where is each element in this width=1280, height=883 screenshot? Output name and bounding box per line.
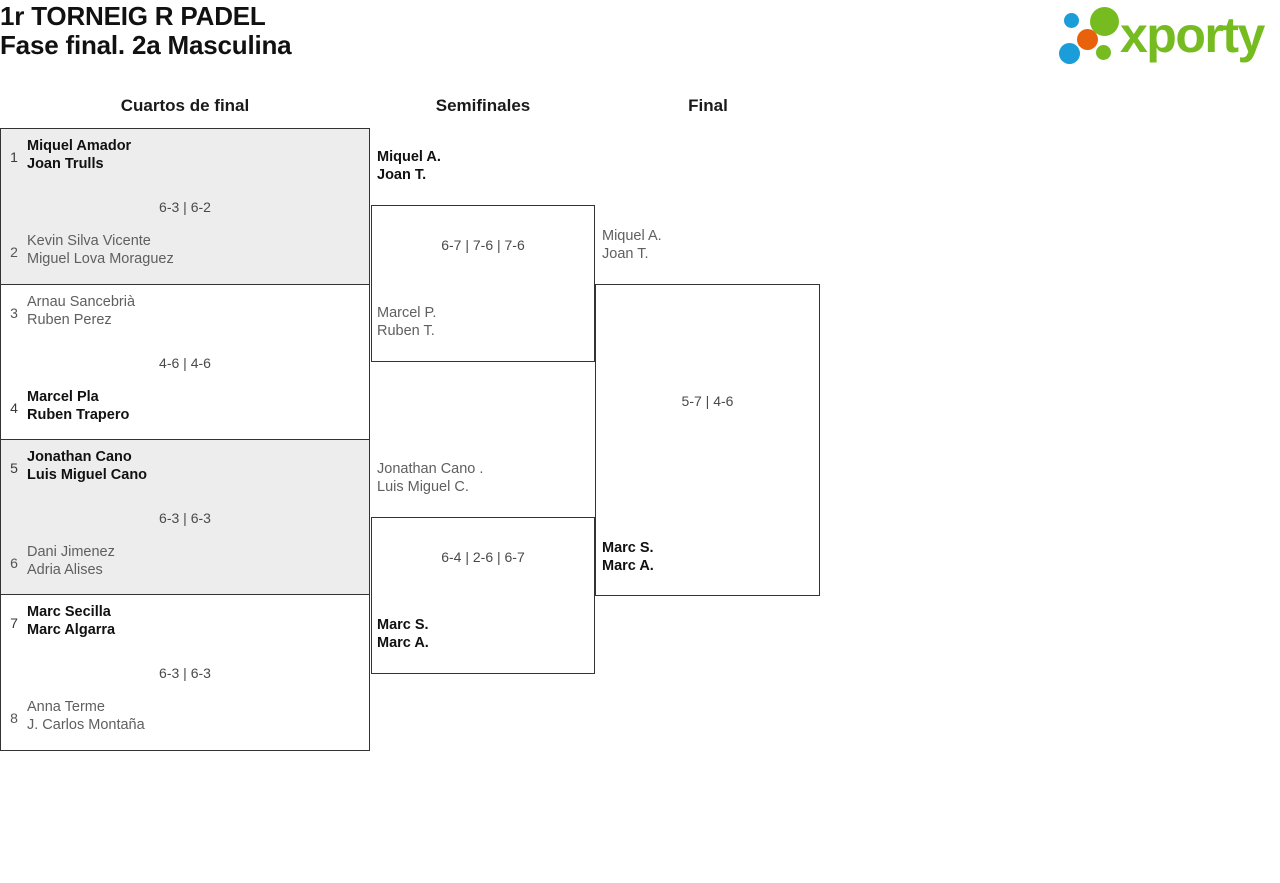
player-name: Joan Trulls (27, 156, 104, 172)
seed-number: 6 (10, 555, 18, 571)
match-score: 6-7 | 7-6 | 7-6 (441, 237, 525, 253)
bracket-team[interactable]: 5 Jonathan Cano Luis Miguel Cano (1, 448, 369, 492)
column-header-quarterfinals: Cuartos de final (120, 96, 250, 115)
team-names: Jonathan Cano Luis Miguel Cano (27, 448, 147, 484)
player-name: Marc Secilla (27, 604, 111, 620)
bracket-team[interactable]: 2 Kevin Silva Vicente Miguel Lova Moragu… (1, 232, 369, 276)
player-name: Marc S. (602, 540, 654, 556)
team-names: Kevin Silva Vicente Miguel Lova Moraguez (27, 232, 174, 268)
quarterfinals-column: 1 Miquel Amador Joan Trulls 6-3 | 6-2 2 … (0, 128, 370, 751)
quarterfinal-match-2[interactable]: 3 Arnau Sancebrià Ruben Perez 4-6 | 4-6 … (1, 284, 369, 439)
player-name: Marc A. (602, 558, 654, 574)
match-score: 4-6 | 4-6 (159, 355, 211, 371)
seed-number: 8 (10, 710, 18, 726)
bracket-team[interactable]: Marcel P. Ruben T. (377, 304, 592, 340)
player-name: Marc S. (377, 617, 429, 633)
team-names: Marcel Pla Ruben Trapero (27, 388, 129, 424)
player-name: Jonathan Cano . (377, 461, 484, 477)
seed-number: 4 (10, 400, 18, 416)
player-name: J. Carlos Montaña (27, 717, 145, 733)
logo-dot-green-small (1096, 45, 1111, 60)
player-name: Joan T. (602, 246, 649, 262)
logo-wordmark: xporty (1120, 7, 1265, 63)
bracket-team[interactable]: Miquel A. Joan T. (602, 227, 817, 263)
match-score: 6-3 | 6-2 (159, 199, 211, 215)
bracket-team[interactable]: 4 Marcel Pla Ruben Trapero (1, 388, 369, 432)
player-name: Ruben Trapero (27, 407, 130, 423)
player-name: Miquel Amador (27, 138, 132, 154)
seed-number: 2 (10, 244, 18, 260)
seed-number: 5 (10, 460, 18, 476)
seed-number: 3 (10, 305, 18, 321)
page-header: 1r TORNEIG R PADEL Fase final. 2a Mascul… (0, 0, 1280, 80)
player-name: Miguel Lova Moraguez (27, 251, 174, 267)
tournament-phase: Fase final. 2a Masculina (0, 30, 292, 60)
logo-dot-orange (1077, 29, 1098, 50)
tournament-name: 1r TORNEIG R PADEL (0, 1, 266, 31)
bracket-team[interactable]: 6 Dani Jimenez Adria Alises (1, 543, 369, 587)
player-name: Marcel Pla (27, 389, 99, 405)
player-name: Arnau Sancebrià (27, 294, 136, 310)
final-match-box[interactable] (595, 284, 820, 596)
xporty-logo[interactable]: xporty (1050, 5, 1274, 67)
player-name: Adria Alises (27, 562, 103, 578)
player-name: Marc A. (377, 635, 429, 651)
team-names: Dani Jimenez Adria Alises (27, 543, 115, 579)
player-name: Ruben Perez (27, 312, 112, 328)
semifinal-match-1-box[interactable] (371, 205, 595, 362)
quarterfinal-match-1[interactable]: 1 Miquel Amador Joan Trulls 6-3 | 6-2 2 … (1, 129, 369, 284)
player-name: Ruben T. (377, 323, 435, 339)
player-name: Joan T. (377, 167, 427, 183)
bracket-team[interactable]: Miquel A. Joan T. (377, 148, 592, 184)
seed-number: 1 (10, 149, 18, 165)
logo-dots-icon (1050, 5, 1130, 67)
team-names: Marc Secilla Marc Algarra (27, 603, 115, 639)
quarterfinal-match-3[interactable]: 5 Jonathan Cano Luis Miguel Cano 6-3 | 6… (1, 439, 369, 594)
logo-dot-blue-large (1059, 43, 1080, 64)
match-score: 6-3 | 6-3 (159, 510, 211, 526)
column-header-final: Final (688, 96, 728, 115)
player-name: Marc Algarra (27, 622, 116, 638)
bracket-team[interactable]: 7 Marc Secilla Marc Algarra (1, 603, 369, 647)
team-names: Anna Terme J. Carlos Montaña (27, 698, 145, 734)
column-header-semifinals: Semifinales (435, 96, 531, 115)
player-name: Dani Jimenez (27, 544, 115, 560)
player-name: Miquel A. (602, 228, 662, 244)
player-name: Kevin Silva Vicente (27, 233, 151, 249)
player-name: Luis Miguel Cano (27, 467, 148, 483)
match-score: 6-4 | 2-6 | 6-7 (441, 549, 525, 565)
bracket-team[interactable]: 8 Anna Terme J. Carlos Montaña (1, 698, 369, 742)
player-name: Marcel P. (377, 305, 437, 321)
semifinal-match-2-box[interactable] (371, 517, 595, 674)
player-name: Anna Terme (27, 699, 105, 715)
bracket-team[interactable]: 3 Arnau Sancebrià Ruben Perez (1, 293, 369, 337)
logo-dot-green-large (1090, 7, 1119, 36)
logo-dot-blue-small (1064, 13, 1079, 28)
team-names: Arnau Sancebrià Ruben Perez (27, 293, 135, 329)
bracket-team[interactable]: Marc S. Marc A. (377, 616, 592, 652)
player-name: Luis Miguel C. (377, 479, 469, 495)
bracket-team[interactable]: 1 Miquel Amador Joan Trulls (1, 137, 369, 181)
player-name: Jonathan Cano (27, 449, 132, 465)
bracket-team[interactable]: Jonathan Cano . Luis Miguel C. (377, 460, 592, 496)
player-name: Miquel A. (377, 149, 441, 165)
quarterfinal-match-4[interactable]: 7 Marc Secilla Marc Algarra 6-3 | 6-3 8 … (1, 594, 369, 749)
match-score: 5-7 | 4-6 (681, 393, 734, 409)
team-names: Miquel Amador Joan Trulls (27, 137, 131, 173)
seed-number: 7 (10, 615, 18, 631)
match-score: 6-3 | 6-3 (159, 665, 211, 681)
bracket-team[interactable]: Marc S. Marc A. (602, 539, 817, 575)
page-title: 1r TORNEIG R PADEL Fase final. 2a Mascul… (0, 1, 292, 60)
